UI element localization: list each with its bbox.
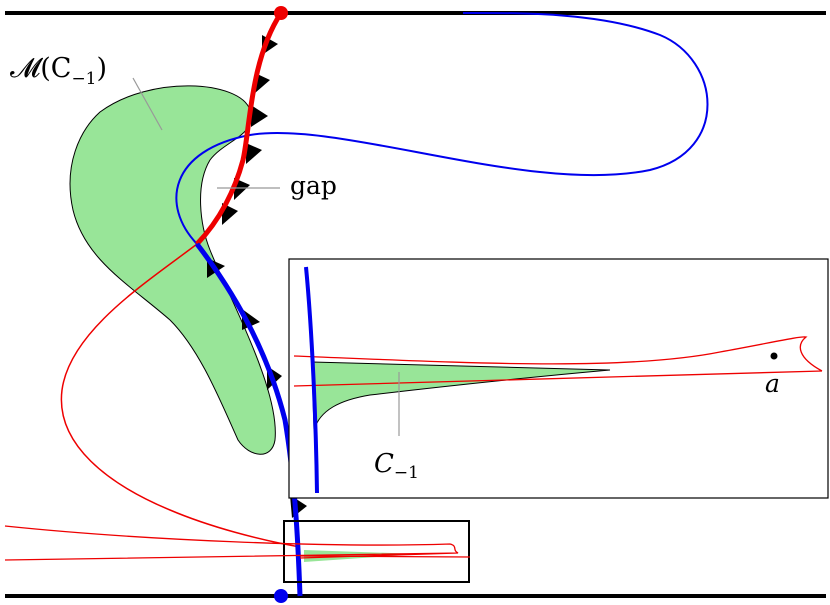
- small-red-cusp-lower: [299, 555, 471, 558]
- inset-blue-curve: [304, 266, 319, 494]
- point-a-dot: [770, 352, 778, 360]
- inset-green-wedge: [311, 361, 611, 431]
- inset-red-lower: [293, 370, 823, 387]
- inset-red-upper: [293, 336, 823, 372]
- curve-label: C−1: [374, 449, 419, 483]
- blue-curve-thick: [195, 242, 303, 597]
- arrow-marker: [251, 105, 268, 127]
- blue-curve-thin: [175, 11, 709, 245]
- point-a-label: a: [765, 369, 780, 398]
- red-curve-thick: [195, 11, 284, 246]
- blue-endpoint: [274, 589, 288, 603]
- arrow-marker: [234, 178, 250, 200]
- region-label: 𝓜(C−1): [10, 53, 107, 89]
- red-endpoint: [274, 6, 288, 20]
- zoom-source-box: [283, 520, 470, 583]
- arrow-marker: [246, 143, 262, 164]
- region-leader-line: [132, 77, 163, 131]
- arrow-marker: [255, 73, 270, 93]
- gap-label: gap: [290, 171, 337, 200]
- red-curve-thin: [60, 243, 301, 548]
